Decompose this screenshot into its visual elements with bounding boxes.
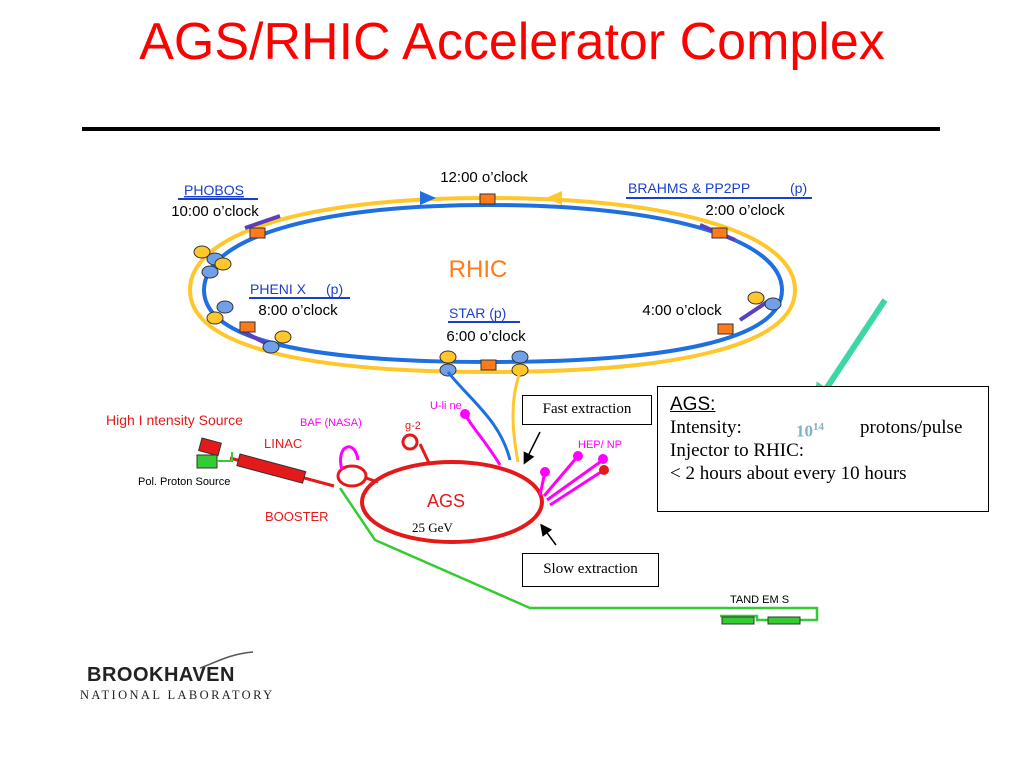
ir-crossover-segment: [244, 214, 281, 230]
ir-marker-10: [249, 227, 266, 239]
tandem-line: [338, 487, 819, 622]
fast-extraction-label: Fast extraction: [542, 401, 632, 417]
snake-symbols: [193, 245, 782, 377]
ir-marker-12: [479, 193, 496, 205]
timing-line: < 2 hours about every 10 hours: [670, 463, 907, 484]
clock-6-label: 6:00 o’clock: [446, 328, 526, 345]
title-underline: [82, 127, 940, 131]
g2-line: [418, 443, 432, 466]
ir-marker-6: [480, 359, 497, 371]
logo-subtitle: NATIONAL LABORATORY: [80, 688, 275, 702]
pol-proton-source-block: [196, 454, 218, 469]
hep-np-lines: [538, 455, 605, 507]
booster-label: BOOSTER: [265, 509, 329, 524]
baf-line: [339, 445, 360, 471]
clock-12-label: 12:00 o’clock: [440, 169, 528, 186]
tandem-block-2: [767, 616, 801, 625]
clock-4-label: 4:00 o’clock: [642, 302, 722, 319]
linac-body: [236, 453, 307, 484]
fast-extraction-callout: Fast extraction: [522, 395, 652, 425]
slide-title: AGS/RHIC Accelerator Complex: [139, 13, 885, 71]
ags-ring: [360, 460, 544, 544]
tandems-label: TAND EM S: [730, 594, 789, 606]
high-intensity-source-label: High I ntensity Source: [106, 412, 243, 428]
logo-name: BROOKHAVEN: [87, 664, 235, 686]
slow-extraction-label: Slow extraction: [543, 561, 638, 577]
ags-box-heading: AGS:: [670, 394, 716, 415]
brahms-label[interactable]: BRAHMS & PP2PP: [628, 180, 750, 196]
tandem-block-1: [721, 616, 755, 625]
yellow-ring-arrow: [546, 191, 562, 205]
intensity-arrow: [813, 298, 888, 409]
intensity-row: Intensity: 1014 protons/pulse: [670, 416, 988, 441]
g2-label: g-2: [405, 420, 421, 432]
u-line: [463, 413, 502, 466]
fast-extraction-arrow: [523, 431, 541, 465]
uline-label: U-li ne: [430, 400, 462, 412]
slow-extraction-callout: Slow extraction: [522, 553, 659, 587]
ags-energy-label: 25 GeV: [412, 520, 453, 535]
high-intensity-source-block: [198, 437, 222, 457]
g2-ring: [401, 433, 419, 451]
hep-np-label: HEP/ NP: [578, 439, 622, 451]
clock-2-label: 2:00 o’clock: [705, 202, 785, 219]
rhic-label: RHIC: [449, 256, 508, 283]
baf-label: BAF (NASA): [300, 417, 362, 429]
clock-8-label: 8:00 o’clock: [258, 302, 338, 319]
u-line-end: [460, 409, 470, 419]
rhic-yellow-ring: [187, 195, 798, 375]
ir-marker-4: [717, 323, 734, 335]
title-area: AGS/RHIC Accelerator Complex: [0, 0, 1024, 118]
pol-source-label: Pol. Proton Source: [138, 476, 230, 488]
ags-info-box: AGS: Intensity: 1014 protons/pulse Injec…: [657, 386, 989, 512]
intensity-value: 1014: [796, 421, 824, 441]
hep-np-ends: [540, 451, 609, 477]
intensity-label: Intensity:: [670, 417, 742, 438]
booster-ring: [336, 464, 368, 488]
phenix-label[interactable]: PHENI X: [250, 281, 307, 297]
blue-ring-arrow: [420, 191, 436, 205]
injector-line: Injector to RHIC:: [670, 440, 805, 461]
ir-marker-8: [239, 321, 256, 333]
intensity-unit: protons/pulse: [860, 417, 963, 438]
phenix-p-label: (p): [326, 281, 343, 297]
ir-marker-2: [711, 227, 728, 239]
brookhaven-logo: BROOKHAVEN NATIONAL LABORATORY: [80, 651, 300, 714]
booster-ags-link: [365, 476, 379, 484]
phobos-label[interactable]: PHOBOS: [184, 182, 244, 198]
transfer-line-blue: [446, 371, 512, 461]
ags-label: AGS: [427, 491, 465, 511]
pol-source-line: [217, 452, 233, 462]
clock-10-label: 10:00 o’clock: [171, 203, 259, 220]
slow-extraction-arrow: [540, 523, 557, 546]
linac-label: LINAC: [264, 436, 302, 451]
transfer-line-yellow: [511, 371, 522, 463]
star-label[interactable]: STAR (p): [449, 305, 506, 321]
logo-swoosh-icon: [199, 651, 254, 669]
brahms-p-label: (p): [790, 180, 807, 196]
